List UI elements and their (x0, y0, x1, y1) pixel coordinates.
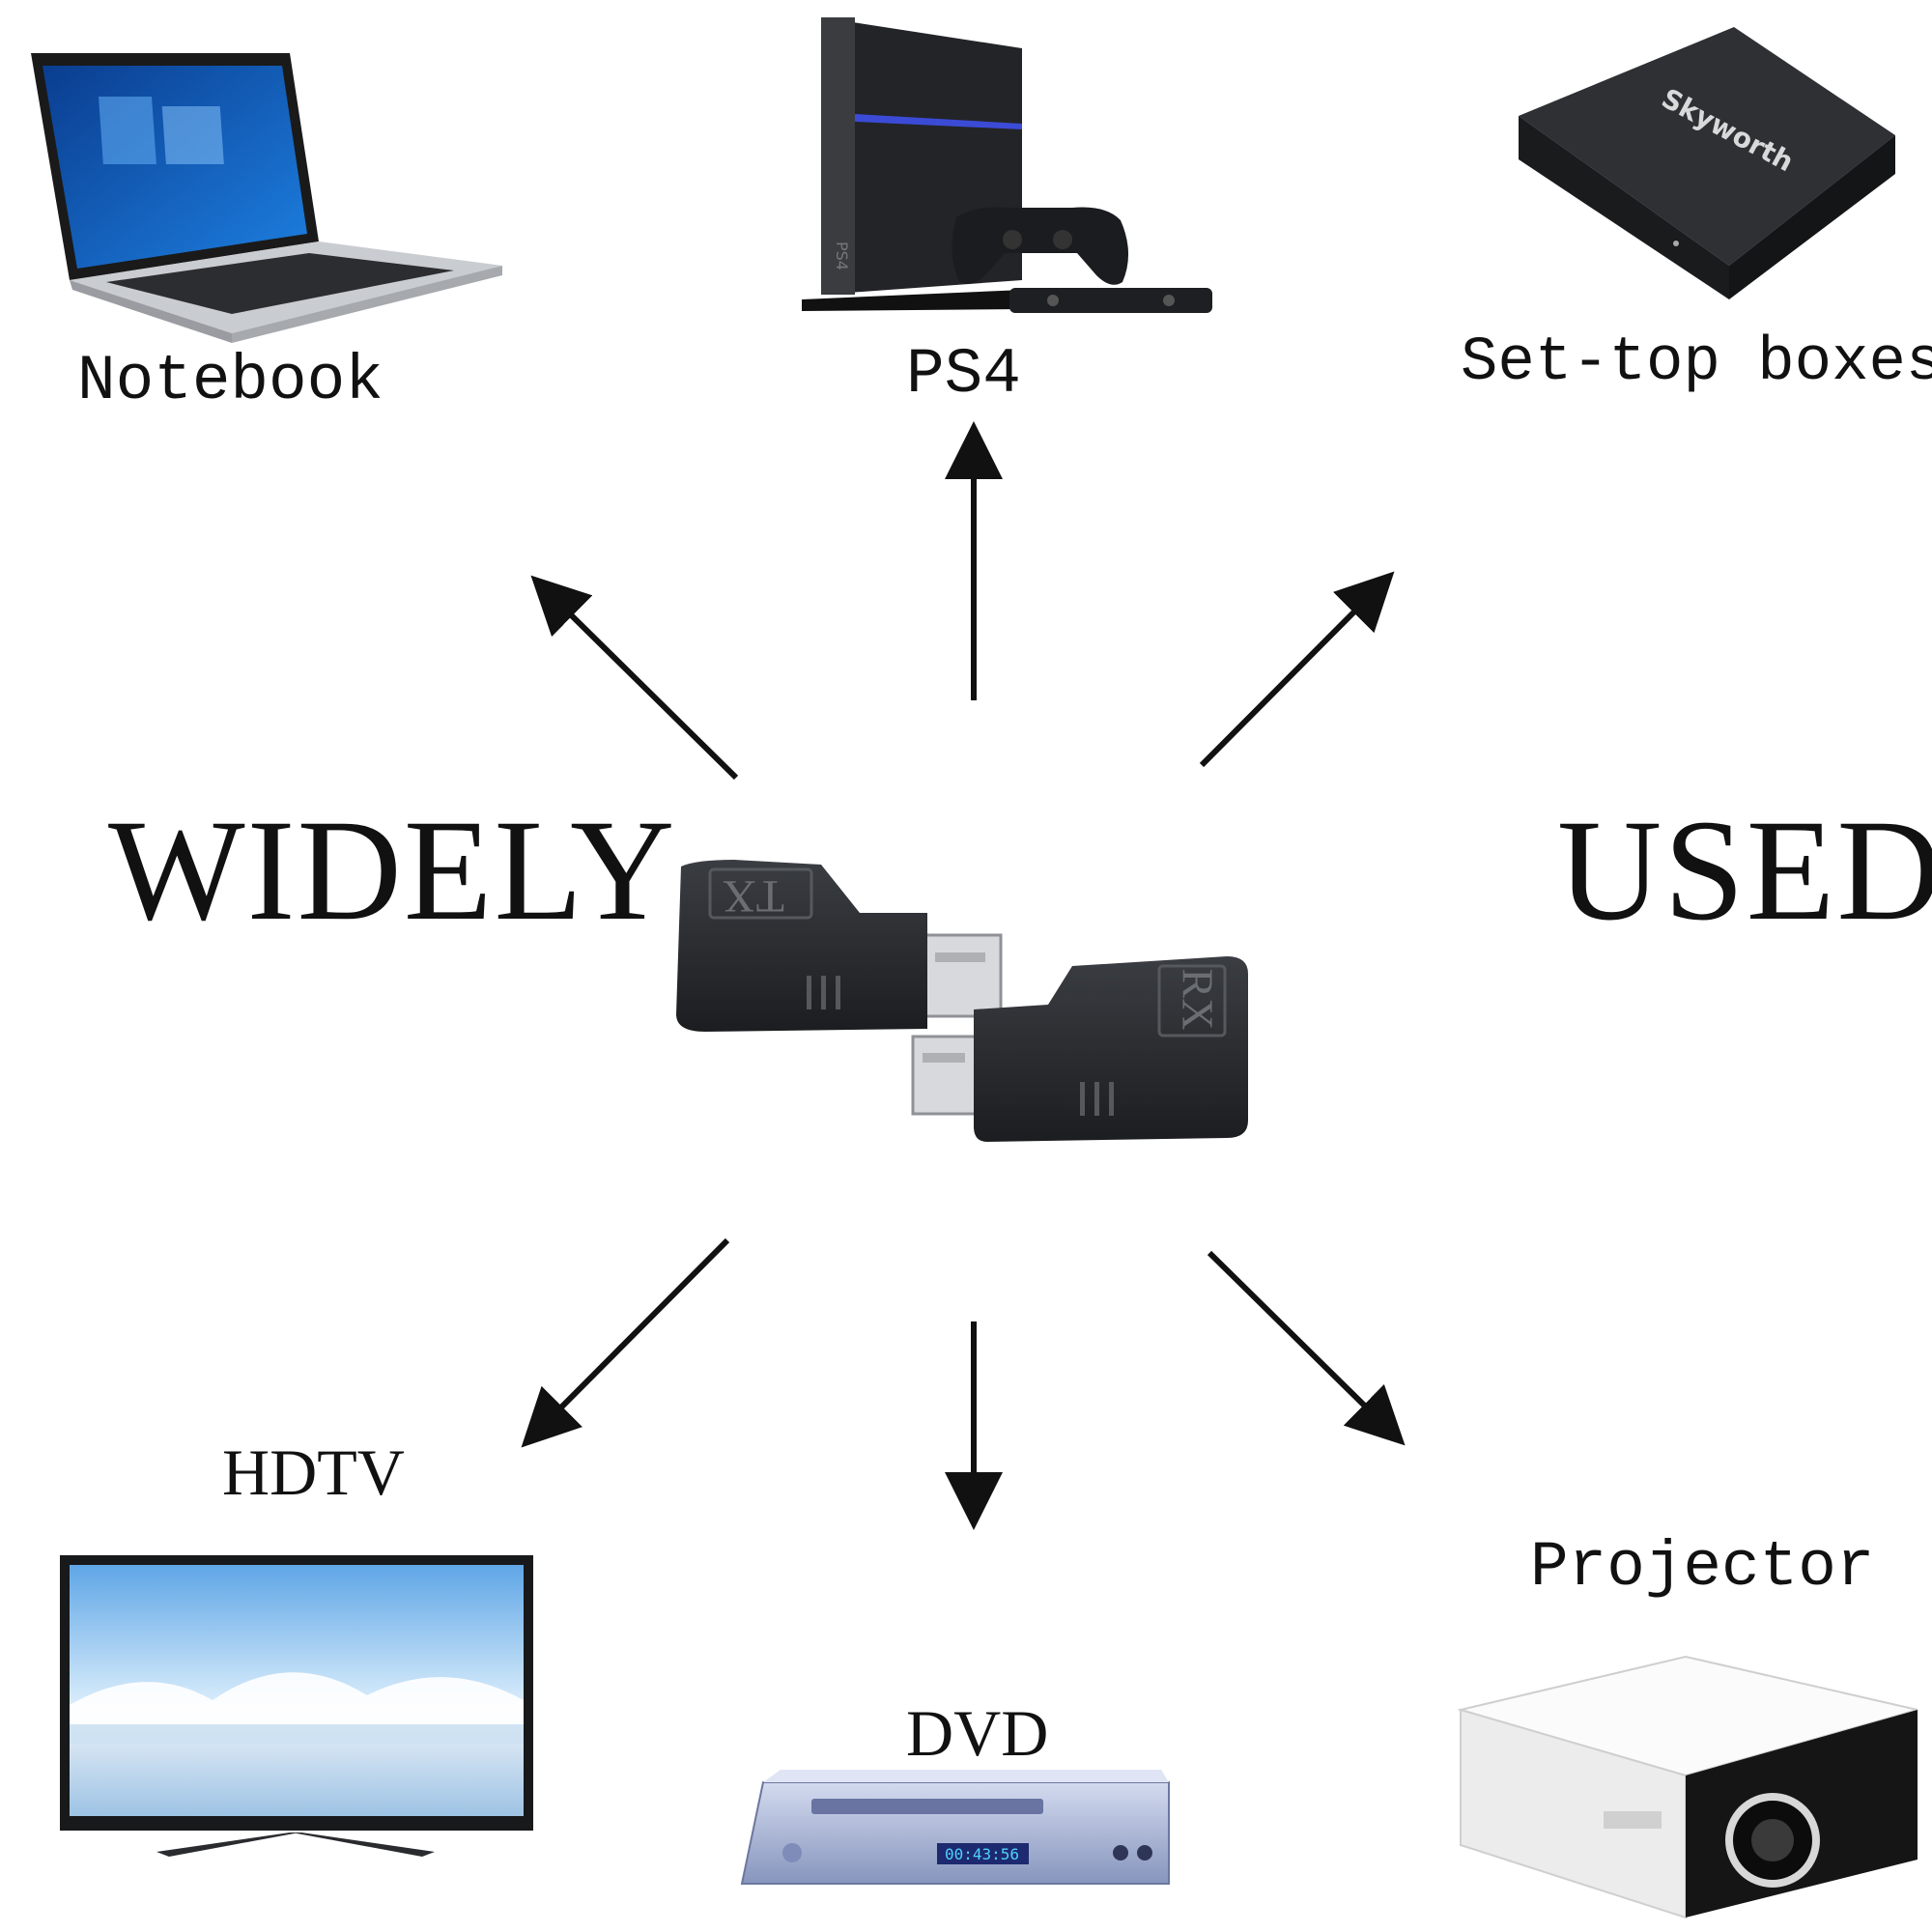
headline-widely: WIDELY (108, 790, 677, 951)
settop-box-illustration: Skyworth (1519, 27, 1895, 299)
dvd-player-illustration: 00:43:56 (740, 1770, 1170, 1885)
headline-used: USED (1557, 790, 1932, 951)
dvd-label: DVD (906, 1696, 1049, 1770)
arrow-to-notebook (530, 575, 739, 781)
adapter-tx-label: TX (723, 870, 784, 922)
hdmi-adapter-tx (676, 860, 1003, 1032)
arrow-to-settop (1199, 571, 1395, 768)
adapter-rx-label: RX (1173, 968, 1223, 1031)
ps4-side-mark: PS4 (833, 242, 851, 270)
ps4-label: PS4 (906, 338, 1021, 411)
hdtv-illustration (60, 1555, 533, 1857)
arrow-to-hdtv (521, 1237, 730, 1448)
projector-illustration (1457, 1655, 1918, 1919)
projector-label: Projector (1530, 1531, 1875, 1604)
notebook-label: Notebook (77, 345, 384, 417)
dvd-display-text: 00:43:56 (945, 1845, 1019, 1863)
ps4-illustration: PS4 (802, 17, 1212, 313)
arrows (521, 421, 1406, 1530)
settop-label: Set-top boxes (1461, 328, 1932, 398)
hdtv-label: HDTV (222, 1435, 405, 1509)
hdmi-adapter-rx (911, 956, 1248, 1142)
notebook-illustration (31, 53, 502, 343)
arrow-to-projector (1207, 1250, 1406, 1446)
